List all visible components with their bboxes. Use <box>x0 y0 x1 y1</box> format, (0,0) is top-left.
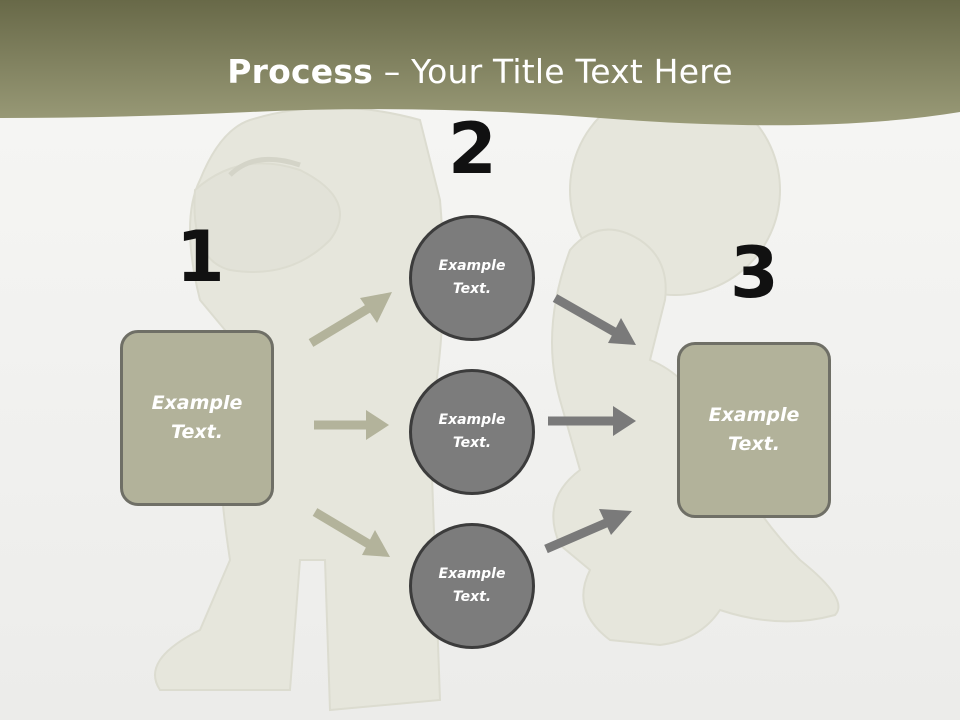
slide-title: Process – Your Title Text Here <box>0 52 960 91</box>
step-number-3: 3 <box>730 232 779 314</box>
arrow-right-top <box>552 294 636 345</box>
step-3-box-text: Example Text. <box>708 404 800 455</box>
arrow-right-bottom <box>544 509 632 554</box>
step-2-circle-top: Example Text. <box>409 215 535 341</box>
step-2-circle-bottom: Example Text. <box>409 523 535 649</box>
arrow-left-bottom <box>312 508 390 557</box>
step-2-circle-middle: Example Text. <box>409 369 535 495</box>
arrow-left-middle <box>314 410 389 440</box>
circle-middle-text: Example Text. <box>438 412 506 451</box>
step-number-2: 2 <box>448 108 497 190</box>
step-number-1: 1 <box>176 216 225 298</box>
circle-bottom-text: Example Text. <box>438 566 506 605</box>
circle-top-text: Example Text. <box>438 258 506 297</box>
arrow-right-middle <box>548 406 636 436</box>
step-1-box-text: Example Text. <box>151 392 243 443</box>
title-bold: Process <box>227 52 374 91</box>
step-3-box: Example Text. <box>677 342 831 518</box>
title-rest: – Your Title Text Here <box>373 52 733 91</box>
step-1-box: Example Text. <box>120 330 274 506</box>
arrow-left-top <box>308 292 392 347</box>
header-band <box>0 0 960 126</box>
